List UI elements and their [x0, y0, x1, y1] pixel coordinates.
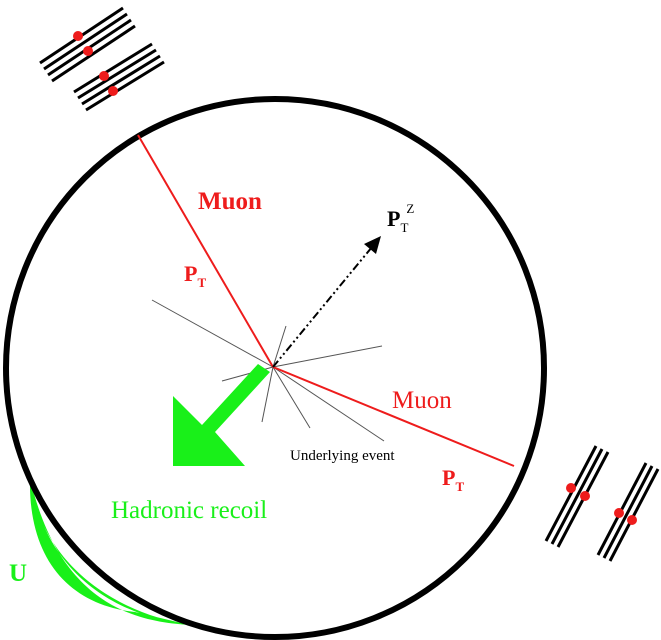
hit-dot	[614, 508, 624, 518]
track-line	[261, 366, 274, 423]
hit-dot	[566, 483, 576, 493]
hit-dot	[580, 491, 590, 501]
underlying-event-label: Underlying event	[290, 448, 395, 464]
muon-track-upper	[137, 134, 274, 368]
u-label: U	[9, 560, 27, 587]
muon-upper-label: Muon	[198, 188, 262, 215]
hit-dot	[73, 31, 83, 41]
detector-circle	[3, 96, 547, 640]
hit-dot	[108, 86, 118, 96]
hit-dot	[627, 515, 637, 525]
pt-lower-label: PT	[442, 465, 464, 494]
track-line	[272, 345, 383, 368]
muon-chamber-lower-right	[544, 445, 660, 562]
ptz-arrowhead	[364, 236, 381, 254]
hadronic-recoil-label: Hadronic recoil	[111, 497, 267, 524]
muon-track-lower	[272, 366, 515, 467]
ptz-label: PTZ	[387, 201, 414, 235]
track-line	[272, 325, 287, 368]
ptz-arrow-line	[272, 246, 373, 368]
track-line	[151, 299, 274, 368]
hit-dot	[83, 46, 93, 56]
hit-dot	[99, 71, 109, 81]
hadronic-recoil-arrow	[173, 364, 270, 466]
muon-lower-label: Muon	[392, 387, 452, 414]
muon-chamber-upper-left	[39, 6, 165, 112]
chamber-hits-upper	[73, 31, 118, 96]
chamber-hits-lower	[566, 483, 637, 525]
track-line	[272, 366, 311, 429]
track-line	[272, 366, 385, 442]
pt-upper-label: PT	[184, 261, 206, 290]
